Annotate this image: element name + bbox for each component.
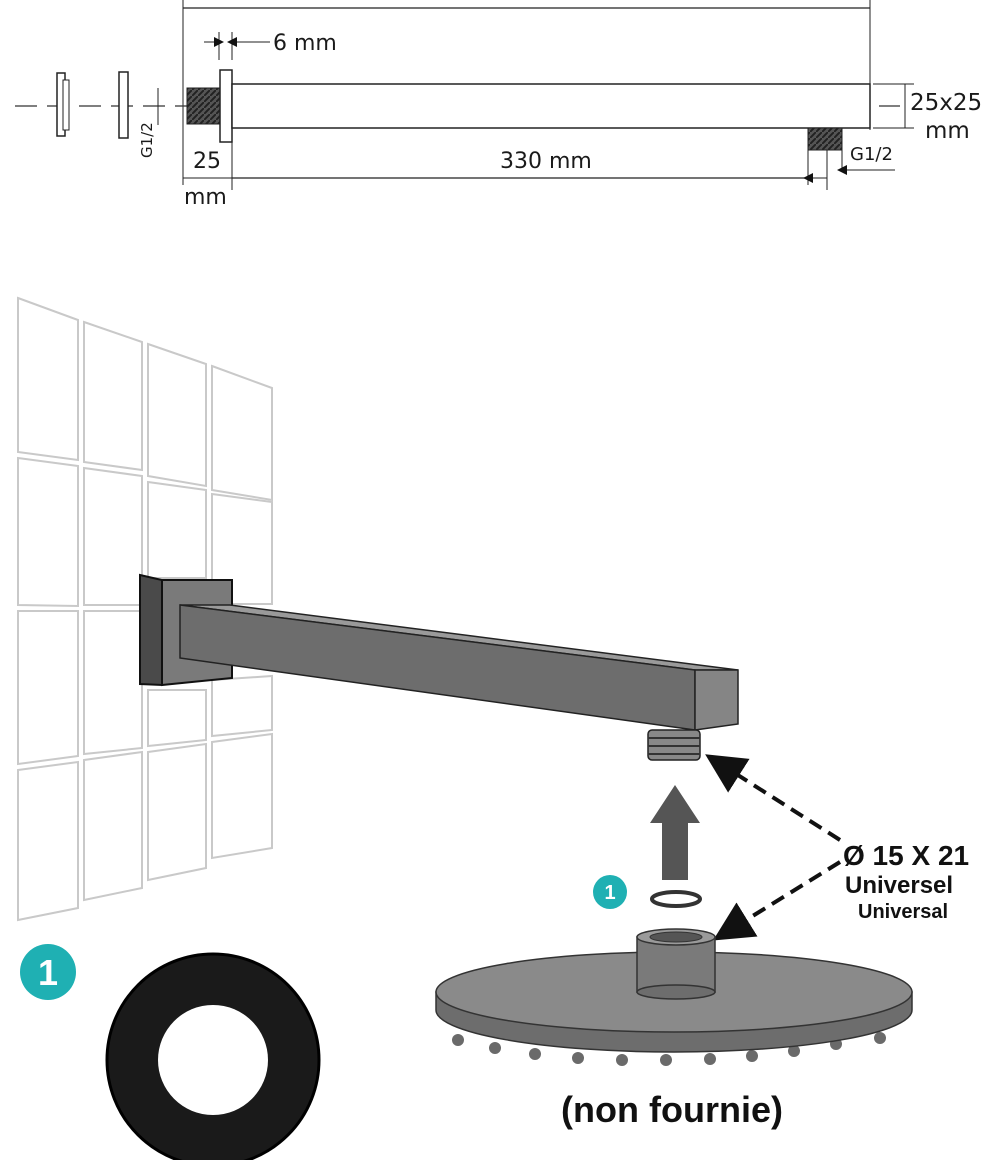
dashed-arrow-to-head: [712, 860, 842, 941]
svg-text:1: 1: [38, 952, 58, 993]
svg-text:1: 1: [604, 882, 615, 904]
flange: [219, 69, 233, 143]
step-badge: 1: [593, 875, 627, 909]
thread-left-label: G1/2: [138, 122, 156, 158]
shower-head: [435, 928, 913, 1066]
thread-depth-value: 25: [193, 149, 221, 174]
outlet-threaded-nipple: [807, 127, 843, 151]
small-washer: [650, 890, 702, 908]
connector-size-label: Ø 15 X 21: [843, 840, 969, 871]
dashed-arrow-to-outlet: [705, 754, 842, 842]
upward-arrow: [650, 785, 700, 880]
tiled-wall: [17, 296, 273, 922]
rubber-washer-closeup: [105, 952, 321, 1160]
technical-drawing: G1/2 6 mm 25 mm 330 mm G1/2 25x25: [15, 0, 982, 210]
connector-universal-label: Universal: [858, 901, 948, 923]
rosette-lip: [62, 79, 70, 131]
shower-arm: [179, 604, 739, 761]
wall-plate-part: [118, 71, 129, 139]
thread-right-label: G1/2: [850, 144, 893, 165]
section-unit-label: mm: [925, 118, 970, 144]
arm-body: [231, 83, 871, 129]
left-threaded-nipple: [186, 87, 221, 125]
arm-length-label: 330 mm: [500, 149, 592, 174]
connector-universel-label: Universel: [845, 872, 953, 899]
flange-thickness-label: 6 mm: [273, 31, 337, 56]
shower-head-not-supplied-note: (non fournie): [561, 1089, 783, 1130]
section-value-label: 25x25: [910, 90, 982, 116]
washer-badge: 1: [20, 944, 76, 1000]
thread-depth-unit: mm: [184, 185, 227, 210]
